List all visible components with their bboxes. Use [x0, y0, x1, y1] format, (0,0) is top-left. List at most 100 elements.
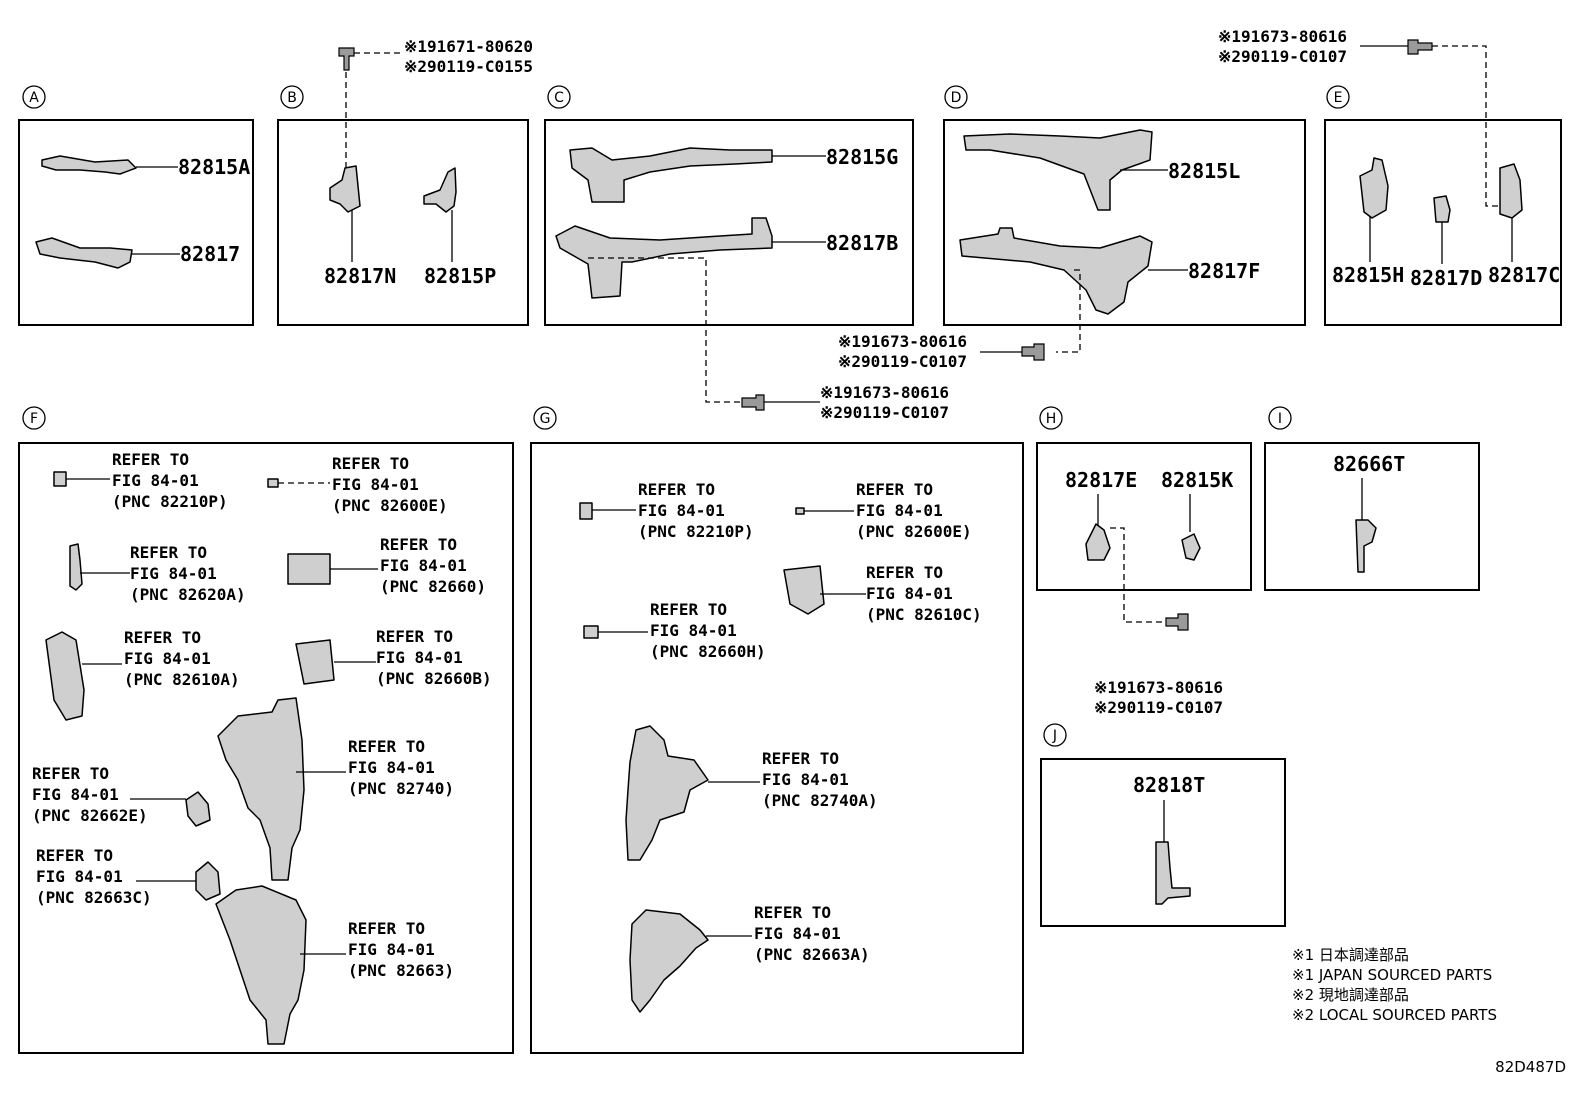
svg-text:REFER TO: REFER TO — [650, 600, 727, 619]
part-82817e-shape — [1085, 523, 1111, 561]
svg-text:(PNC 82740A): (PNC 82740A) — [762, 791, 878, 810]
part-82663-shape — [215, 885, 307, 1045]
section-d-box — [943, 119, 1306, 326]
part-82818t-shape — [1155, 841, 1191, 905]
section-g-box — [530, 442, 1024, 1054]
part-number-82666t: 82666T — [1333, 452, 1405, 476]
section-e-fastener-1: ※191673-80616 — [1218, 27, 1347, 46]
part-82817f-shape — [959, 227, 1153, 315]
section-b: B ※191671-80620 ※290119-C0155 82817N 828… — [277, 37, 533, 326]
section-f-letter: F — [30, 411, 38, 427]
section-h: H 82817E 82815K ※191673-80616 ※290119-C0… — [1036, 406, 1252, 717]
svg-text:FIG 84-01: FIG 84-01 — [130, 564, 217, 583]
svg-text:(PNC 82662E): (PNC 82662E) — [32, 806, 148, 825]
section-j-marker — [1043, 723, 1067, 747]
part-82660-shape — [287, 553, 331, 585]
part-number-82815p: 82815P — [424, 264, 496, 288]
legend: ※1 日本調達部品 ※1 JAPAN SOURCED PARTS ※2 現地調達… — [1292, 946, 1497, 1024]
svg-text:FIG 84-01: FIG 84-01 — [124, 649, 211, 668]
svg-text:(PNC 82620A): (PNC 82620A) — [130, 585, 246, 604]
section-i-box — [1264, 442, 1480, 591]
svg-text:(PNC 82663A): (PNC 82663A) — [754, 945, 870, 964]
svg-text:FIG 84-01: FIG 84-01 — [348, 758, 435, 777]
svg-text:FIG 84-01: FIG 84-01 — [376, 648, 463, 667]
part-82740-shape — [217, 697, 305, 881]
svg-text:REFER TO: REFER TO — [112, 450, 189, 469]
refer-note-82740: REFER TO FIG 84-01 (PNC 82740) — [348, 737, 454, 798]
svg-text:(PNC 82740): (PNC 82740) — [348, 779, 454, 798]
part-82815k-shape — [1181, 533, 1201, 561]
section-g: G REFER TO FIG 84-01 (PNC 82210P) REFER … — [530, 406, 1024, 1054]
part-82817b-shape — [555, 217, 773, 299]
section-g-marker — [533, 406, 557, 430]
part-number-82817e: 82817E — [1065, 468, 1137, 492]
svg-text:REFER TO: REFER TO — [754, 903, 831, 922]
svg-text:REFER TO: REFER TO — [762, 749, 839, 768]
legend-line-1: ※1 日本調達部品 — [1292, 946, 1409, 964]
section-h-letter: H — [1046, 411, 1057, 427]
section-j: J 82818T — [1040, 723, 1286, 927]
refer-note-82600e: REFER TO FIG 84-01 (PNC 82600E) — [332, 454, 448, 515]
cd-lower-fastener-2: ※290119-C0107 — [820, 403, 949, 422]
svg-text:FIG 84-01: FIG 84-01 — [762, 770, 849, 789]
section-h-fastener-2: ※290119-C0107 — [1094, 698, 1223, 717]
section-i-letter: I — [1278, 411, 1282, 427]
section-i: I 82666T — [1264, 406, 1480, 591]
svg-text:FIG 84-01: FIG 84-01 — [650, 621, 737, 640]
section-e-fastener-2: ※290119-C0107 — [1218, 47, 1347, 66]
svg-text:FIG 84-01: FIG 84-01 — [638, 501, 725, 520]
part-82660b-shape — [295, 639, 335, 685]
refer-note-82210p: REFER TO FIG 84-01 (PNC 82210P) — [112, 450, 228, 511]
section-h-box — [1036, 442, 1252, 591]
section-g-letter: G — [540, 411, 551, 427]
svg-text:(PNC 82210P): (PNC 82210P) — [112, 492, 228, 511]
svg-text:(PNC 82663): (PNC 82663) — [348, 961, 454, 980]
section-a-letter: A — [29, 90, 39, 106]
section-f-box — [18, 442, 514, 1054]
part-82663c-shape — [195, 861, 221, 901]
bolt-icon — [1407, 39, 1433, 55]
part-82620a-shape — [69, 543, 83, 591]
bolt-icon — [1165, 613, 1189, 631]
svg-text:FIG 84-01: FIG 84-01 — [348, 940, 435, 959]
svg-text:(PNC 82663C): (PNC 82663C) — [36, 888, 152, 907]
bolt-icon — [1021, 343, 1045, 361]
section-e-box — [1324, 119, 1562, 326]
svg-text:REFER TO: REFER TO — [380, 535, 457, 554]
svg-text:REFER TO: REFER TO — [638, 480, 715, 499]
part-82600e-shape — [795, 507, 805, 515]
part-82610a-shape — [45, 631, 85, 721]
svg-text:(PNC 82660H): (PNC 82660H) — [650, 642, 766, 661]
part-number-82817f: 82817F — [1188, 259, 1260, 283]
refer-note-82663c: REFER TO FIG 84-01 (PNC 82663C) — [36, 846, 152, 907]
section-c-marker — [547, 85, 571, 109]
part-number-82817: 82817 — [180, 242, 240, 266]
section-e-marker — [1326, 85, 1350, 109]
part-82210p-shape — [53, 471, 67, 487]
svg-text:FIG 84-01: FIG 84-01 — [856, 501, 943, 520]
svg-text:(PNC 82610C): (PNC 82610C) — [866, 605, 982, 624]
legend-line-3: ※2 現地調達部品 — [1292, 986, 1409, 1004]
section-h-fastener-1: ※191673-80616 — [1094, 678, 1223, 697]
svg-text:REFER TO: REFER TO — [36, 846, 113, 865]
section-b-marker — [280, 85, 304, 109]
part-82666t-shape — [1355, 519, 1377, 573]
refer-note-82600e: REFER TO FIG 84-01 (PNC 82600E) — [856, 480, 972, 541]
part-82815h-shape — [1359, 157, 1389, 219]
svg-text:REFER TO: REFER TO — [332, 454, 409, 473]
svg-text:FIG 84-01: FIG 84-01 — [754, 924, 841, 943]
svg-text:(PNC 82600E): (PNC 82600E) — [332, 496, 448, 515]
part-number-82815g: 82815G — [826, 145, 898, 169]
svg-text:REFER TO: REFER TO — [376, 627, 453, 646]
section-c: C 82815G 82817B ※191673-80616 ※290119-C0… — [544, 85, 949, 422]
svg-text:(PNC 82600E): (PNC 82600E) — [856, 522, 972, 541]
part-82815a-shape — [41, 155, 137, 175]
section-b-letter: B — [287, 90, 297, 106]
section-a-box — [18, 119, 254, 326]
svg-text:(PNC 82610A): (PNC 82610A) — [124, 670, 240, 689]
section-c-box — [544, 119, 914, 326]
part-82600e-shape — [267, 478, 279, 488]
part-number-82818t: 82818T — [1133, 773, 1205, 797]
svg-text:REFER TO: REFER TO — [348, 919, 425, 938]
